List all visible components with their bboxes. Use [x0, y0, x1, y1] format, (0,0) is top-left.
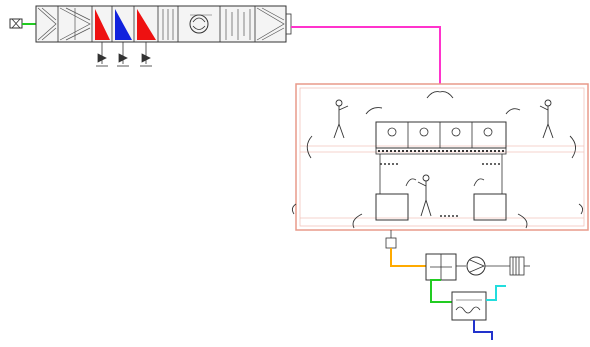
- drain-pipe: [473, 320, 493, 340]
- return-pipe: [390, 248, 426, 267]
- preheat-coil: [95, 9, 110, 40]
- return-filter: [385, 237, 397, 249]
- fan-icon: [189, 14, 212, 34]
- ahu-section-dividers: [57, 6, 256, 42]
- cooling-coil: [115, 9, 132, 40]
- room-wall-outer: [295, 83, 589, 231]
- attenuator-section: [225, 9, 251, 40]
- filter-section-1: [37, 7, 57, 41]
- damper-icon: [9, 18, 23, 29]
- room-wall-inner: [299, 87, 585, 227]
- curved-arrow-icon-mid-right: [473, 178, 485, 187]
- person-icon: [333, 99, 349, 139]
- humidifier-section: [162, 9, 174, 40]
- chilled-pipe: [486, 285, 506, 301]
- reheat-coil: [137, 9, 156, 40]
- process-equipment-right: [473, 193, 507, 221]
- final-filter-section: [256, 7, 285, 41]
- pump-icon: [466, 256, 486, 276]
- curved-arrow-icon-mid-left: [405, 178, 417, 187]
- return-system: [385, 230, 530, 340]
- chiller-tank: [451, 291, 487, 321]
- clean-room: [291, 83, 589, 231]
- supply-duct: [291, 26, 441, 84]
- valve-icon: [96, 42, 152, 67]
- equipment-supports: [379, 154, 503, 217]
- fan-filter-units: [375, 121, 507, 155]
- air-handling-unit: [9, 5, 287, 67]
- motor-icon: [509, 256, 530, 276]
- curved-arrow-icon: [291, 91, 584, 229]
- person-icon-right: [539, 99, 554, 139]
- process-equipment-left: [375, 193, 409, 221]
- ahu-outlet-flange: [285, 13, 292, 35]
- filter-section-2: [59, 7, 91, 41]
- outdoor-pipe: [430, 279, 452, 303]
- person-icon-center: [417, 174, 432, 217]
